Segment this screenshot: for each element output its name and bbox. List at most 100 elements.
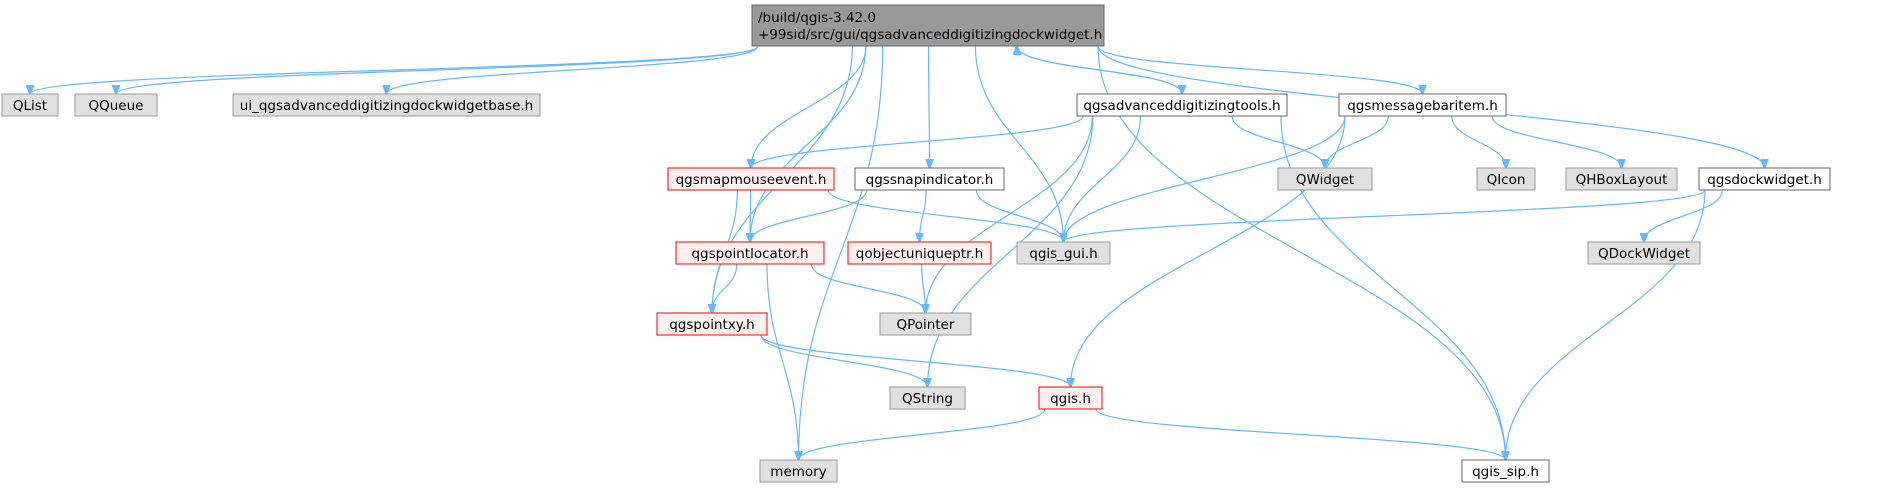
edge-msgitem-to-qicon — [1451, 115, 1506, 168]
edge-layer — [30, 46, 1765, 460]
node-label: QList — [13, 98, 47, 114]
edge-msgitem-to-qhbox — [1491, 115, 1621, 168]
edge-snapind-to-gui — [975, 189, 1063, 242]
node-qpointer[interactable]: QPointer — [879, 312, 972, 336]
edge-tools-to-mapmouse — [751, 115, 1084, 168]
node-label: +99sid/src/gui/qgsadvanceddigitizingdock… — [758, 27, 1102, 43]
edge-dockw-to-qdock — [1644, 189, 1723, 242]
edge-root-to-mapmouse — [751, 45, 867, 168]
node-box — [656, 312, 768, 336]
edge-tools-to-gui — [1064, 115, 1142, 242]
node-box — [751, 4, 1105, 47]
edge-pointloc-to-qpointer — [810, 263, 925, 313]
node-uniqueptr[interactable]: qobjectuniqueptr.h — [847, 241, 992, 265]
node-label: qgsadvanceddigitizingtools.h — [1083, 98, 1280, 114]
node-qstring[interactable]: QString — [889, 386, 966, 410]
node-msgitem[interactable]: qgsmessagebaritem.h — [1338, 93, 1507, 117]
node-tools[interactable]: qgsadvanceddigitizingtools.h — [1076, 93, 1288, 117]
node-pointloc[interactable]: qgspointlocator.h — [675, 241, 825, 265]
node-qicon[interactable]: QIcon — [1476, 167, 1536, 191]
node-box — [1016, 241, 1111, 265]
edge-root-to-sip — [1097, 45, 1506, 460]
edge-tools-to-qwidget — [1231, 115, 1325, 168]
node-gui[interactable]: qgis_gui.h — [1016, 241, 1111, 265]
node-label: memory — [770, 464, 826, 480]
edge-root-to-gui — [974, 45, 1063, 242]
edge-dockw-to-gui — [1064, 189, 1706, 242]
node-snapind[interactable]: qgssnapindicator.h — [854, 167, 1005, 191]
node-label: qgspointxy.h — [669, 317, 755, 333]
edge-root-to-memory — [799, 45, 884, 460]
edge-qgis-to-sip — [1095, 408, 1506, 460]
node-sip[interactable]: qgis_sip.h — [1461, 459, 1550, 483]
edge-root-to-pointloc — [750, 45, 867, 242]
node-label: qgis_sip.h — [1472, 464, 1539, 480]
node-box — [1038, 386, 1103, 410]
node-box — [1338, 93, 1507, 117]
node-qwidget[interactable]: QWidget — [1277, 167, 1373, 191]
edge-uniqueptr-to-qpointer — [921, 263, 926, 313]
node-label: QPointer — [896, 317, 954, 333]
node-box — [1698, 167, 1831, 191]
edge-pointxy-to-qstring — [760, 334, 928, 387]
node-label: qgssnapindicator.h — [866, 172, 994, 188]
node-root[interactable]: /build/qgis-3.42.0+99sid/src/gui/qgsadva… — [751, 4, 1105, 47]
edge-root-to-snapind — [929, 45, 930, 168]
node-box — [1587, 241, 1701, 265]
node-label: ui_qgsadvanceddigitizingdockwidgetbase.h — [240, 98, 533, 114]
node-label: qgsmessagebaritem.h — [1347, 98, 1498, 114]
node-label: /build/qgis-3.42.0 — [758, 10, 876, 26]
node-label: qgsmapmouseevent.h — [676, 172, 827, 188]
node-label: qgsdockwidget.h — [1707, 172, 1822, 188]
edge-qgis-to-memory — [799, 408, 1046, 460]
edge-snapind-to-pointloc — [750, 189, 868, 242]
node-box — [879, 312, 972, 336]
node-mapmouse[interactable]: qgsmapmouseevent.h — [667, 167, 835, 191]
edge-root-to-qqueue — [116, 45, 759, 94]
node-label: qgis.h — [1050, 391, 1091, 407]
edge-root-to-msgitem — [1097, 45, 1423, 94]
node-box — [667, 167, 835, 191]
node-box — [854, 167, 1005, 191]
edge-tools-to-root — [1017, 46, 1183, 95]
edge-msgitem-to-gui — [1064, 115, 1346, 242]
node-memory[interactable]: memory — [759, 459, 838, 483]
edge-tools-to-qpointer — [926, 115, 1093, 313]
node-qqueue[interactable]: QQueue — [74, 93, 158, 117]
node-dockw[interactable]: qgsdockwidget.h — [1698, 167, 1831, 191]
node-box — [1476, 167, 1536, 191]
node-label: QString — [902, 391, 953, 407]
edge-dockw-to-sip — [1506, 189, 1706, 460]
node-qhbox[interactable]: QHBoxLayout — [1565, 167, 1678, 191]
node-box — [759, 459, 838, 483]
node-box — [1076, 93, 1288, 117]
node-box — [1565, 167, 1678, 191]
edge-mapmouse-to-gui — [827, 189, 1064, 242]
edge-mapmouse-to-pointloc — [750, 189, 751, 242]
edge-msgitem-to-qgis — [1071, 115, 1346, 387]
node-label: qobjectuniqueptr.h — [856, 246, 984, 262]
node-box — [232, 93, 541, 117]
node-pointxy[interactable]: qgspointxy.h — [656, 312, 768, 336]
edge-pointloc-to-pointxy — [712, 263, 738, 313]
node-label: qgspointlocator.h — [691, 246, 808, 262]
node-qgis[interactable]: qgis.h — [1038, 386, 1103, 410]
edge-root-to-uibase — [387, 45, 759, 94]
node-box — [675, 241, 825, 265]
node-label: qgis_gui.h — [1029, 246, 1097, 262]
node-label: QQueue — [89, 98, 144, 114]
node-qlist[interactable]: QList — [1, 93, 59, 117]
edge-snapind-to-uniqueptr — [920, 189, 927, 242]
node-box — [1277, 167, 1373, 191]
node-box — [847, 241, 992, 265]
edge-pointloc-to-memory — [766, 263, 799, 460]
node-box — [889, 386, 966, 410]
edge-tools-to-qstring — [928, 115, 1094, 387]
node-box — [1, 93, 59, 117]
node-box — [1461, 459, 1550, 483]
node-qdock[interactable]: QDockWidget — [1587, 241, 1701, 265]
edge-msgitem-to-qwidget — [1325, 115, 1389, 168]
edge-pointxy-to-qgis — [760, 334, 1071, 387]
node-uibase[interactable]: ui_qgsadvanceddigitizingdockwidgetbase.h — [232, 93, 541, 117]
